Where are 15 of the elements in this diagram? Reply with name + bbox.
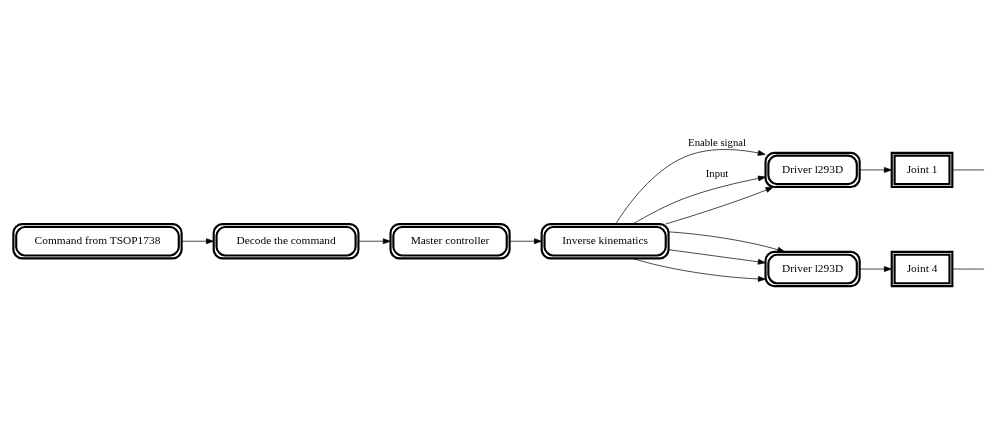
edge-label: Input bbox=[705, 166, 728, 179]
arrow bbox=[632, 175, 766, 224]
arrow bbox=[614, 148, 766, 224]
arrow bbox=[631, 257, 766, 282]
arrow bbox=[508, 237, 542, 244]
arrow bbox=[180, 237, 214, 244]
arrow bbox=[858, 166, 892, 173]
arrow bbox=[667, 248, 766, 265]
arrow bbox=[664, 186, 773, 224]
edge-label: Enable signal bbox=[687, 135, 746, 148]
connector bbox=[951, 268, 984, 269]
arrow bbox=[357, 237, 391, 244]
arrow bbox=[667, 230, 785, 252]
arrow bbox=[858, 265, 892, 272]
connector bbox=[951, 169, 984, 170]
